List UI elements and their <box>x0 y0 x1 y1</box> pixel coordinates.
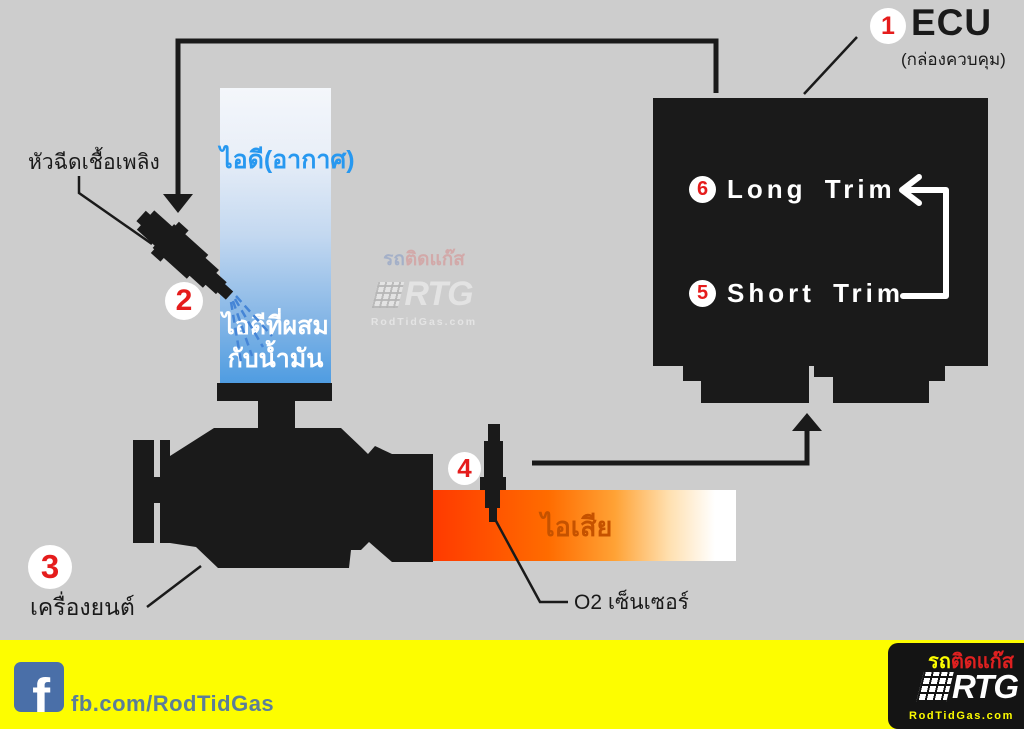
watermark-site: RodTidGas.com <box>370 316 478 328</box>
watermark: รถติดแก๊ส RTG RodTidGas.com <box>344 244 504 328</box>
engine-label-line <box>146 565 202 608</box>
facebook-f-glyph: f <box>32 668 51 712</box>
ecu-foot-right-lower <box>833 381 929 403</box>
injector-label: หัวฉีดเชื้อเพลิง <box>28 151 160 174</box>
ecu-label-line <box>803 36 858 95</box>
rtg-logo-row: RTG <box>916 668 1019 706</box>
rtg-brand-thai-part1: รถ <box>927 651 951 673</box>
injector-label-line <box>77 176 153 246</box>
watermark-thai-part1: รถ <box>383 249 405 270</box>
long-trim-number-badge: 6 <box>689 176 716 203</box>
engine-number-badge: 3 <box>28 545 72 589</box>
short-trim-label: Short Trim <box>727 278 905 308</box>
o2-number-badge: 4 <box>448 452 481 485</box>
facebook-icon: f <box>14 662 64 712</box>
rtg-site-url: RodTidGas.com <box>909 710 1014 722</box>
facebook-handle: fb.com/RodTidGas <box>71 691 275 716</box>
watermark-thai-text: รถติดแก๊ส <box>344 244 504 274</box>
intake-mixed-line2: กับน้ำมัน <box>227 345 324 373</box>
exhaust-pipe: ไอเสีย <box>433 490 736 561</box>
long-trim-row: 6 Long Trim <box>689 174 896 205</box>
watermark-thai-part2: ติดแก๊ส <box>404 249 465 270</box>
intake-mixed-label: ไอดีที่ผสม กับน้ำมัน <box>220 310 331 376</box>
rtg-brand-thai-part2: ติดแก๊ส <box>950 651 1014 673</box>
short-trim-number-badge: 5 <box>689 280 716 307</box>
ecu-foot-center-stub <box>814 364 833 377</box>
ecu-title: ECU <box>911 2 993 43</box>
rtg-brand-panel: รถติดแก๊ส RTG RodTidGas.com <box>888 643 1024 729</box>
watermark-grid-icon <box>372 281 405 308</box>
intake-column: ไอดี(อากาศ) ไอดีที่ผสม กับน้ำมัน <box>220 88 355 384</box>
o2-label: O2 เซ็นเซอร์ <box>574 591 689 614</box>
short-trim-row: 5 Short Trim <box>689 278 904 309</box>
rtg-logo-text: RTG <box>951 668 1019 705</box>
watermark-logo: RTG <box>404 275 473 313</box>
long-trim-label: Long Trim <box>727 174 896 204</box>
o2-to-ecu-arrow <box>532 413 822 466</box>
ecu-foot-left-upper <box>683 364 809 381</box>
engine-label: เครื่องยนต์ <box>30 594 135 620</box>
exhaust-label: ไอเสีย <box>541 512 613 542</box>
ecu-box: 6 Long Trim 5 Short Trim <box>653 98 988 366</box>
engine-silhouette <box>133 400 433 568</box>
ecu-subtitle: (กล่องควบคุม) <box>901 50 1006 69</box>
intake-mixed-line1: ไอดีที่ผสม <box>222 312 329 340</box>
intake-air-label: ไอดี(อากาศ) <box>220 146 355 174</box>
intake-flange <box>217 383 332 433</box>
ecu-foot-right-upper <box>833 364 945 381</box>
ecu-foot-left-lower <box>701 381 809 403</box>
rtg-brand-thai: รถติดแก๊ส <box>928 645 1014 677</box>
ecu-number-badge: 1 <box>870 8 906 44</box>
footer-bar: f fb.com/RodTidGas รถติดแก๊ส RTG RodTidG… <box>0 640 1024 729</box>
injector-number-badge: 2 <box>165 282 203 320</box>
rtg-grid-icon <box>916 672 954 702</box>
